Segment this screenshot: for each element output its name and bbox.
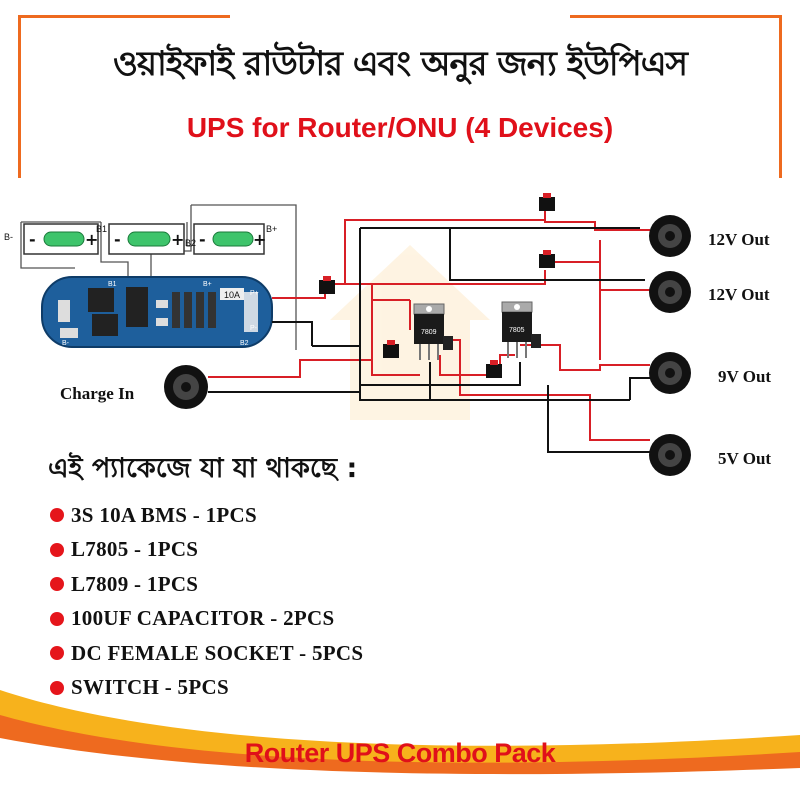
dc-socket-out-3 [649,352,691,394]
output-label-5v: 5V Out [718,449,771,468]
bms-terminal-p-plus: P+ [250,290,259,297]
charge-in-label: Charge In [60,384,135,403]
page-title-bengali: ওয়াইফাই রাউটার এবং অনুর জন্য ইউপিএস [112,44,688,84]
bullet-dot [50,508,64,523]
header-frame-right [779,15,782,178]
battery-label-b1: B1 [96,224,107,234]
battery-2-minus: - [114,230,121,249]
package-heading: এই প্যাকেজে যা যা থাকছে : [48,453,358,484]
list-item: DC FEMALE SOCKET - 5PCS [50,636,363,671]
list-item: 3S 10A BMS - 1PCS [50,498,363,533]
bullet-dot [50,646,64,661]
bullet-dot [50,542,64,557]
battery-1-plus: + [85,230,98,249]
header-frame-top-left [18,15,230,18]
regulator-7805: 7805 [501,301,541,358]
battery-cell-1: - + [23,223,99,255]
bms-terminal-b2: B2 [240,340,249,347]
bms-terminal-b-plus: B+ [203,281,212,288]
watermark [330,245,490,420]
bullet-dot [50,611,64,626]
battery-3-minus: - [199,230,206,249]
output-label-9v: 9V Out [718,367,771,386]
bms-terminal-b1: B1 [108,281,117,288]
bullet-dot [50,577,64,592]
footer-swoosh [0,690,800,800]
list-item: L7805 - 1PCS [50,533,363,568]
bms-terminal-b-minus: B- [62,340,70,347]
bms-terminal-p-minus: P- [250,325,258,332]
switch-4 [383,340,399,358]
output-label-12v-1: 12V Out [708,230,770,249]
battery-label-b2: B2 [185,238,196,248]
bms-board: 10A P+ P- B- B2 B+ B1 [41,276,273,348]
switch-5 [486,360,502,378]
dc-socket-out-2 [649,271,691,313]
list-item-text: 100UF CAPACITOR - 2PCS [71,606,335,631]
package-list: 3S 10A BMS - 1PCS L7805 - 1PCS L7809 - 1… [50,498,363,705]
battery-cell-2: - + [108,223,185,255]
battery-label-b-minus: B- [4,232,13,242]
battery-2-plus: + [171,230,184,249]
battery-3-plus: + [253,230,266,249]
list-item-text: L7805 - 1PCS [71,537,199,562]
list-item: 100UF CAPACITOR - 2PCS [50,602,363,637]
regulator-7809-label: 7809 [421,329,437,336]
battery-label-b-plus: B+ [266,224,277,234]
switch-1 [539,193,555,211]
wiring-diagram: - + - + - + B- B1 B2 B+ 10A P+ P- B- B2 [4,193,771,476]
list-item: L7809 - 1PCS [50,567,363,602]
header-frame-top-right [570,15,782,18]
negative-wires [208,227,650,453]
bullet-dot [50,680,64,695]
list-item: SWITCH - 5PCS [50,671,363,706]
positive-wires [208,210,650,441]
regulator-7805-label: 7805 [509,327,525,334]
bms-rating-label: 10A [224,290,240,300]
battery-1-minus: - [29,230,36,249]
dc-socket-out-1 [649,215,691,257]
battery-cell-3: - + [193,223,266,255]
dc-socket-out-4 [649,434,691,476]
switch-3 [319,276,335,294]
header-frame-left [18,15,21,178]
footer-title: Router UPS Combo Pack [244,738,556,768]
list-item-text: L7809 - 1PCS [71,571,199,596]
list-item-text: 3S 10A BMS - 1PCS [71,502,257,527]
page-title-english: UPS for Router/ONU (4 Devices) [186,112,614,143]
list-item-text: DC FEMALE SOCKET - 5PCS [71,640,364,665]
dc-socket-charge-in [164,365,208,409]
regulator-7809: 7809 [413,303,453,360]
list-item-text: SWITCH - 5PCS [71,675,229,700]
switch-2 [539,250,555,268]
output-label-12v-2: 12V Out [708,285,770,304]
